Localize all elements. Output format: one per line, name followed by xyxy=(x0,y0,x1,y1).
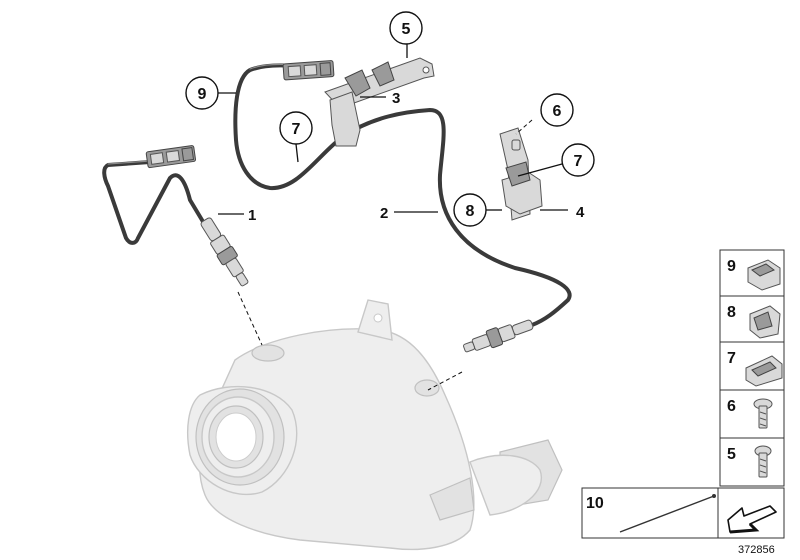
bracket xyxy=(324,57,435,147)
callout-7-lower: 7 xyxy=(574,153,583,170)
callout-3: 3 xyxy=(392,90,400,107)
direction-arrow-icon xyxy=(727,505,777,534)
callout-6: 6 xyxy=(553,103,562,120)
panel-cell-9: 9 xyxy=(719,249,785,297)
screw-6-icon xyxy=(753,398,773,429)
cable-tie-icon xyxy=(619,494,716,533)
screw-5-icon xyxy=(754,445,772,478)
callout-7b-circle: 7 xyxy=(561,143,595,177)
callout-6-circle: 6 xyxy=(540,93,574,127)
clip-assembly xyxy=(499,127,543,221)
panel-label-9: 9 xyxy=(727,258,736,275)
callout-7-upper: 7 xyxy=(292,121,301,138)
callout-7a-circle: 7 xyxy=(279,111,313,145)
callout-4: 4 xyxy=(576,204,585,221)
document-number: 372856 xyxy=(738,544,775,556)
callout-9: 9 xyxy=(198,86,207,103)
callout-labels: 1 2 3 4 5 6 7 7 8 9 xyxy=(185,11,595,227)
panel-cell-arrow xyxy=(717,487,785,539)
catalytic-converter xyxy=(187,299,563,551)
panel-label-7: 7 xyxy=(727,350,736,367)
callout-leaders xyxy=(218,44,568,215)
callout-5: 5 xyxy=(402,21,411,38)
callout-8-circle: 8 xyxy=(453,193,487,227)
panel-label-10: 10 xyxy=(586,495,604,512)
callout-5-circle: 5 xyxy=(389,11,423,45)
panel-label-8: 8 xyxy=(727,304,736,321)
callout-2: 2 xyxy=(380,205,388,222)
panel-cell-6: 6 xyxy=(719,389,785,439)
oxygen-sensor-rear xyxy=(233,60,572,391)
callout-1: 1 xyxy=(248,207,256,224)
panel-cell-10: 10 xyxy=(581,487,719,539)
callout-9-circle: 9 xyxy=(185,76,219,110)
panel-cell-8: 8 xyxy=(719,295,785,343)
panel-cell-7: 7 xyxy=(719,341,785,391)
parts-panel: 9 8 7 6 xyxy=(581,249,785,539)
callout-8: 8 xyxy=(466,203,475,220)
clip-7-icon xyxy=(745,355,783,387)
panel-label-6: 6 xyxy=(727,398,736,415)
panel-cell-5: 5 xyxy=(719,437,785,487)
clip-9-icon xyxy=(747,259,781,291)
clip-8-icon xyxy=(749,305,781,339)
panel-label-5: 5 xyxy=(727,446,736,463)
oxygen-sensor-front xyxy=(102,145,263,346)
